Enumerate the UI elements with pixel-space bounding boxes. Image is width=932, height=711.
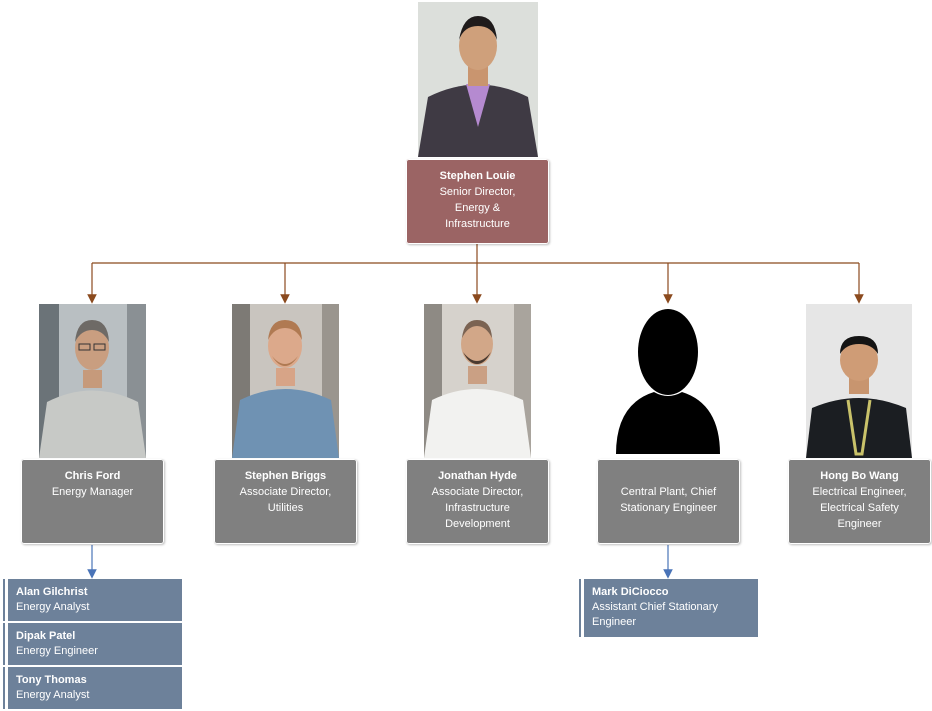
manager-title-line: Electrical Safety [820, 502, 899, 514]
manager-card-jonathan-hyde[interactable]: Jonathan Hyde Associate Director, Infras… [406, 459, 549, 544]
staff-card-dipak-patel[interactable]: Dipak Patel Energy Engineer [5, 623, 182, 665]
jonathan-hyde-photo [424, 304, 531, 458]
hong-bo-wang-photo [806, 304, 912, 458]
director-photo [418, 2, 538, 157]
director-card[interactable]: Stephen Louie Senior Director, Energy & … [406, 159, 549, 244]
director-title-line: Energy & [454, 202, 501, 214]
staff-title: Energy Analyst [16, 689, 90, 701]
staff-card-alan-gilchrist[interactable]: Alan Gilchrist Energy Analyst [5, 579, 182, 621]
manager-title-line: Associate Director, [431, 486, 524, 498]
staff-card-tony-thomas[interactable]: Tony Thomas Energy Analyst [5, 667, 182, 709]
manager-title-line: Utilities [267, 502, 304, 514]
manager-title-line: Infrastructure [445, 502, 510, 514]
staff-name: Alan Gilchrist [16, 586, 88, 598]
manager-title-line: Engineer [837, 518, 882, 530]
manager-title-line: Central Plant, Chief [620, 486, 717, 498]
manager-name: Stephen Briggs [244, 470, 327, 482]
manager-card-hong-bo-wang[interactable]: Hong Bo Wang Electrical Engineer, Electr… [788, 459, 931, 544]
manager-card-stephen-briggs[interactable]: Stephen Briggs Associate Director, Utili… [214, 459, 357, 544]
manager-title-line: Associate Director, [239, 486, 332, 498]
staff-title: Energy Analyst [16, 601, 90, 613]
manager-title-line: Development [445, 518, 510, 530]
manager-title-line: Energy Manager [51, 486, 134, 498]
staff-name: Dipak Patel [16, 630, 76, 642]
manager-card-chris-ford[interactable]: Chris Ford Energy Manager [21, 459, 164, 544]
staff-title: Energy Engineer [16, 645, 98, 657]
director-name: Stephen Louie [439, 170, 516, 182]
manager-name: Hong Bo Wang [820, 470, 899, 482]
staff-card-mark-diciocco[interactable]: Mark DiCiocco Assistant Chief Stationary… [581, 579, 758, 637]
manager-title-line: Electrical Engineer, [812, 486, 907, 498]
chris-ford-photo [39, 304, 146, 458]
manager-card-central-plant[interactable]: Central Plant, Chief Stationary Engineer [597, 459, 740, 544]
manager-name: Chris Ford [64, 470, 121, 482]
staff-name: Mark DiCiocco [592, 586, 669, 598]
manager-name: Jonathan Hyde [438, 470, 517, 482]
person-silhouette-icon [614, 304, 722, 458]
stephen-briggs-photo [232, 304, 339, 458]
director-title-line: Infrastructure [445, 218, 510, 230]
staff-title-line: Engineer [592, 616, 637, 628]
staff-name: Tony Thomas [16, 674, 87, 686]
director-title-line: Senior Director, [439, 186, 516, 198]
manager-title-line: Stationary Engineer [620, 502, 717, 514]
staff-title-line: Assistant Chief Stationary [592, 601, 718, 613]
